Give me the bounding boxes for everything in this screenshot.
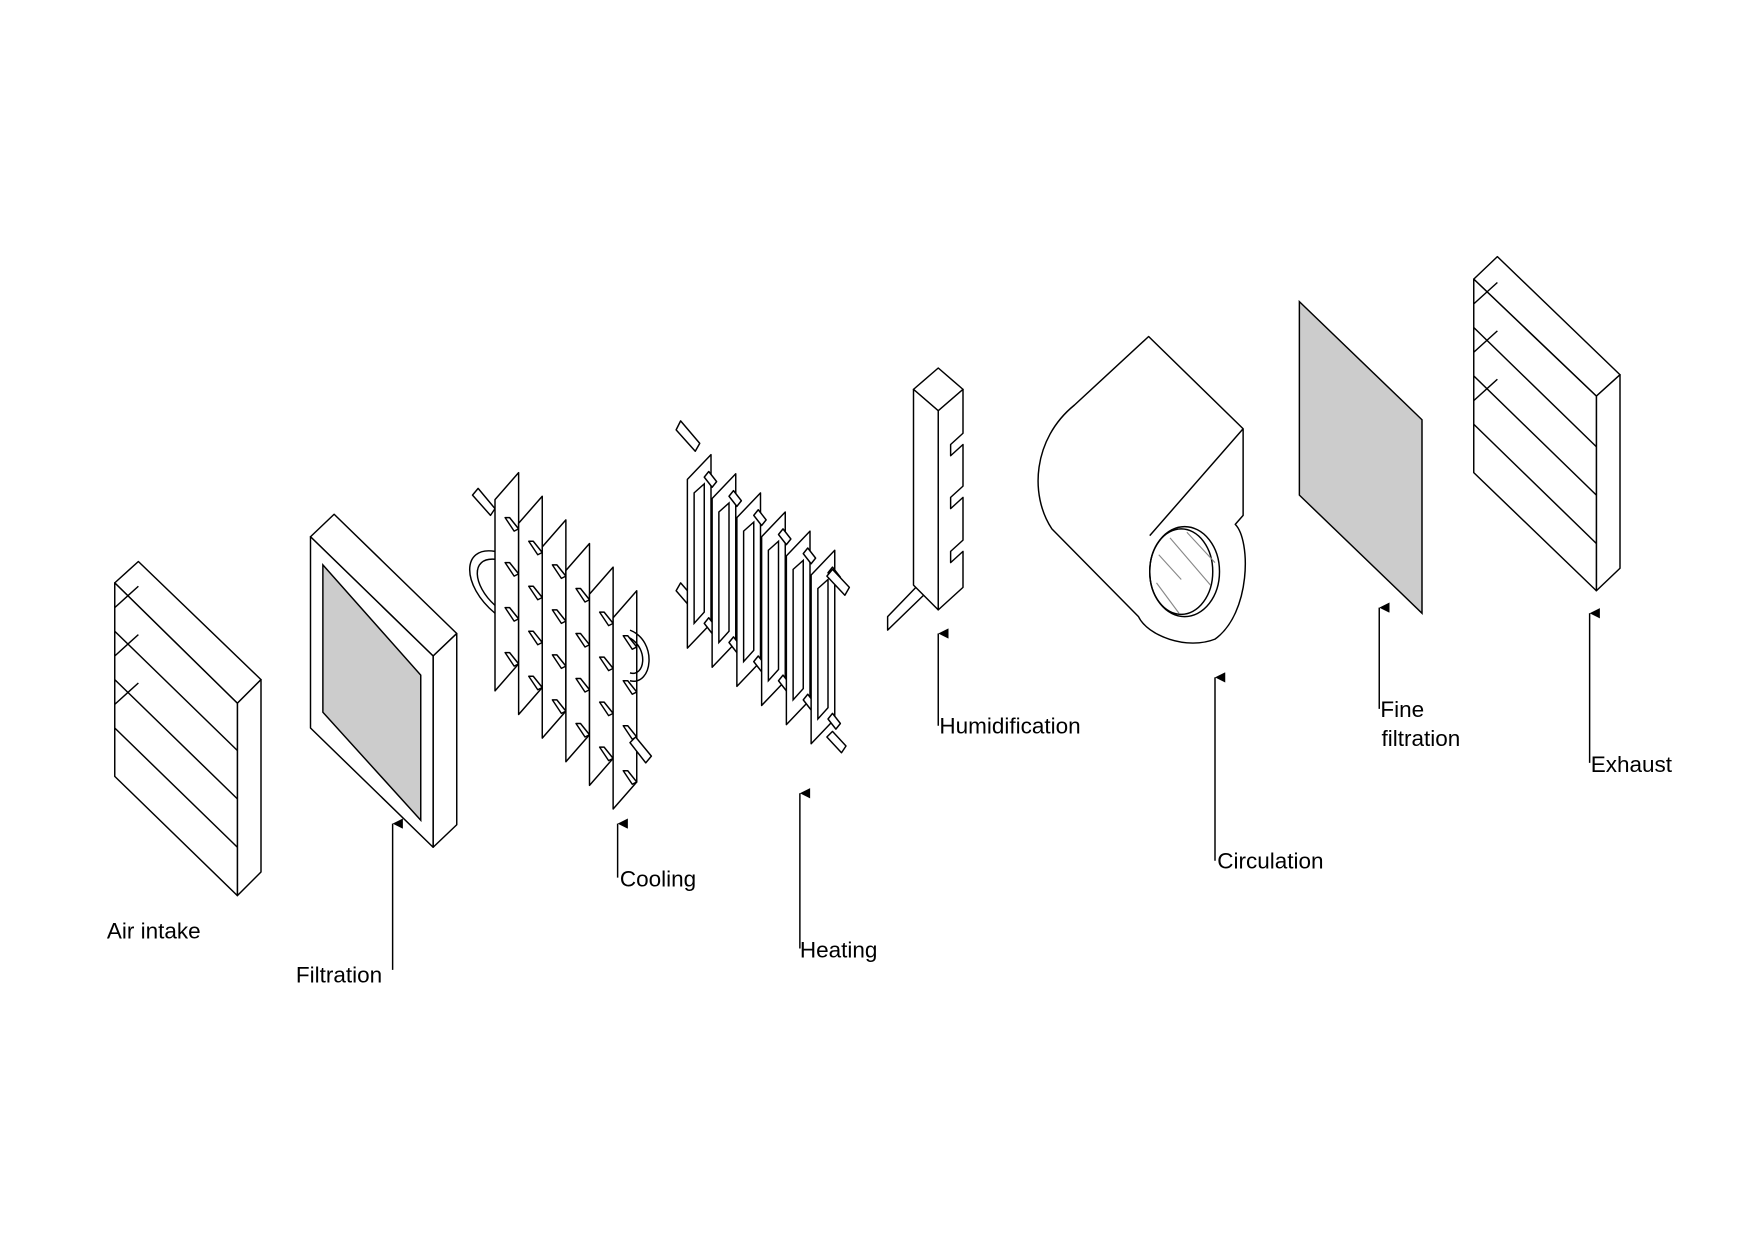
label-fine-filtration-line1: Fine: [1380, 697, 1424, 722]
cooling-fin: [517, 495, 543, 716]
air-intake-louver: [114, 560, 262, 897]
heating-element: [693, 482, 705, 626]
cooling-fin: [612, 590, 638, 810]
heating-rod: [802, 547, 817, 565]
label-air-intake: Air intake: [107, 918, 201, 943]
cooling-fin: [565, 542, 591, 763]
heating-rod: [777, 528, 792, 546]
louver-slat-line: [114, 679, 238, 800]
cooling-fin: [541, 519, 567, 739]
louver-slat-line: [114, 630, 238, 752]
coolant-tube: [622, 680, 638, 695]
louver-slat-line: [1473, 423, 1597, 545]
circulation-fan: [1037, 335, 1247, 644]
label-fine-filtration-line2: filtration: [1382, 726, 1461, 751]
label-circulation: Circulation: [1217, 849, 1323, 874]
heating-element: [792, 558, 804, 702]
louver-slat-edge: [1473, 330, 1498, 353]
label-filtration: Filtration: [296, 962, 382, 987]
louver-slat-edge: [114, 634, 139, 657]
heating-rod: [728, 489, 743, 508]
heating-element: [767, 539, 780, 683]
heating-element: [742, 520, 755, 664]
leader-arrows: [391, 602, 1600, 970]
louver-slat-edge: [114, 585, 139, 609]
heating-rod: [827, 712, 842, 730]
exhaust-louver: [1473, 255, 1621, 592]
coolant-tube: [622, 635, 638, 650]
heating-rod: [703, 470, 718, 488]
louver-slat-line: [1473, 375, 1597, 496]
cooling-coil: [469, 471, 653, 810]
heating-coil: [675, 420, 851, 754]
louver-slat-line: [1473, 326, 1597, 448]
coolant-tube: [622, 725, 638, 740]
label-heating: Heating: [800, 938, 878, 963]
fine-filter-panel: [1298, 299, 1423, 615]
heating-rod: [753, 509, 767, 527]
humidifier: [886, 367, 964, 631]
louver-slat-edge: [1473, 281, 1498, 305]
coolant-tube: [622, 770, 638, 785]
louver-slat-edge: [114, 682, 139, 705]
filter-panel: [309, 513, 458, 848]
label-cooling: Cooling: [620, 867, 696, 892]
cooling-fin: [494, 471, 520, 692]
louver-slat-edge: [1473, 378, 1498, 402]
label-humidification: Humidification: [939, 714, 1080, 739]
cooling-fin: [588, 566, 614, 787]
heating-element: [718, 501, 730, 645]
heating-element: [817, 577, 829, 721]
label-exhaust: Exhaust: [1591, 752, 1673, 777]
louver-slat-line: [114, 727, 238, 848]
